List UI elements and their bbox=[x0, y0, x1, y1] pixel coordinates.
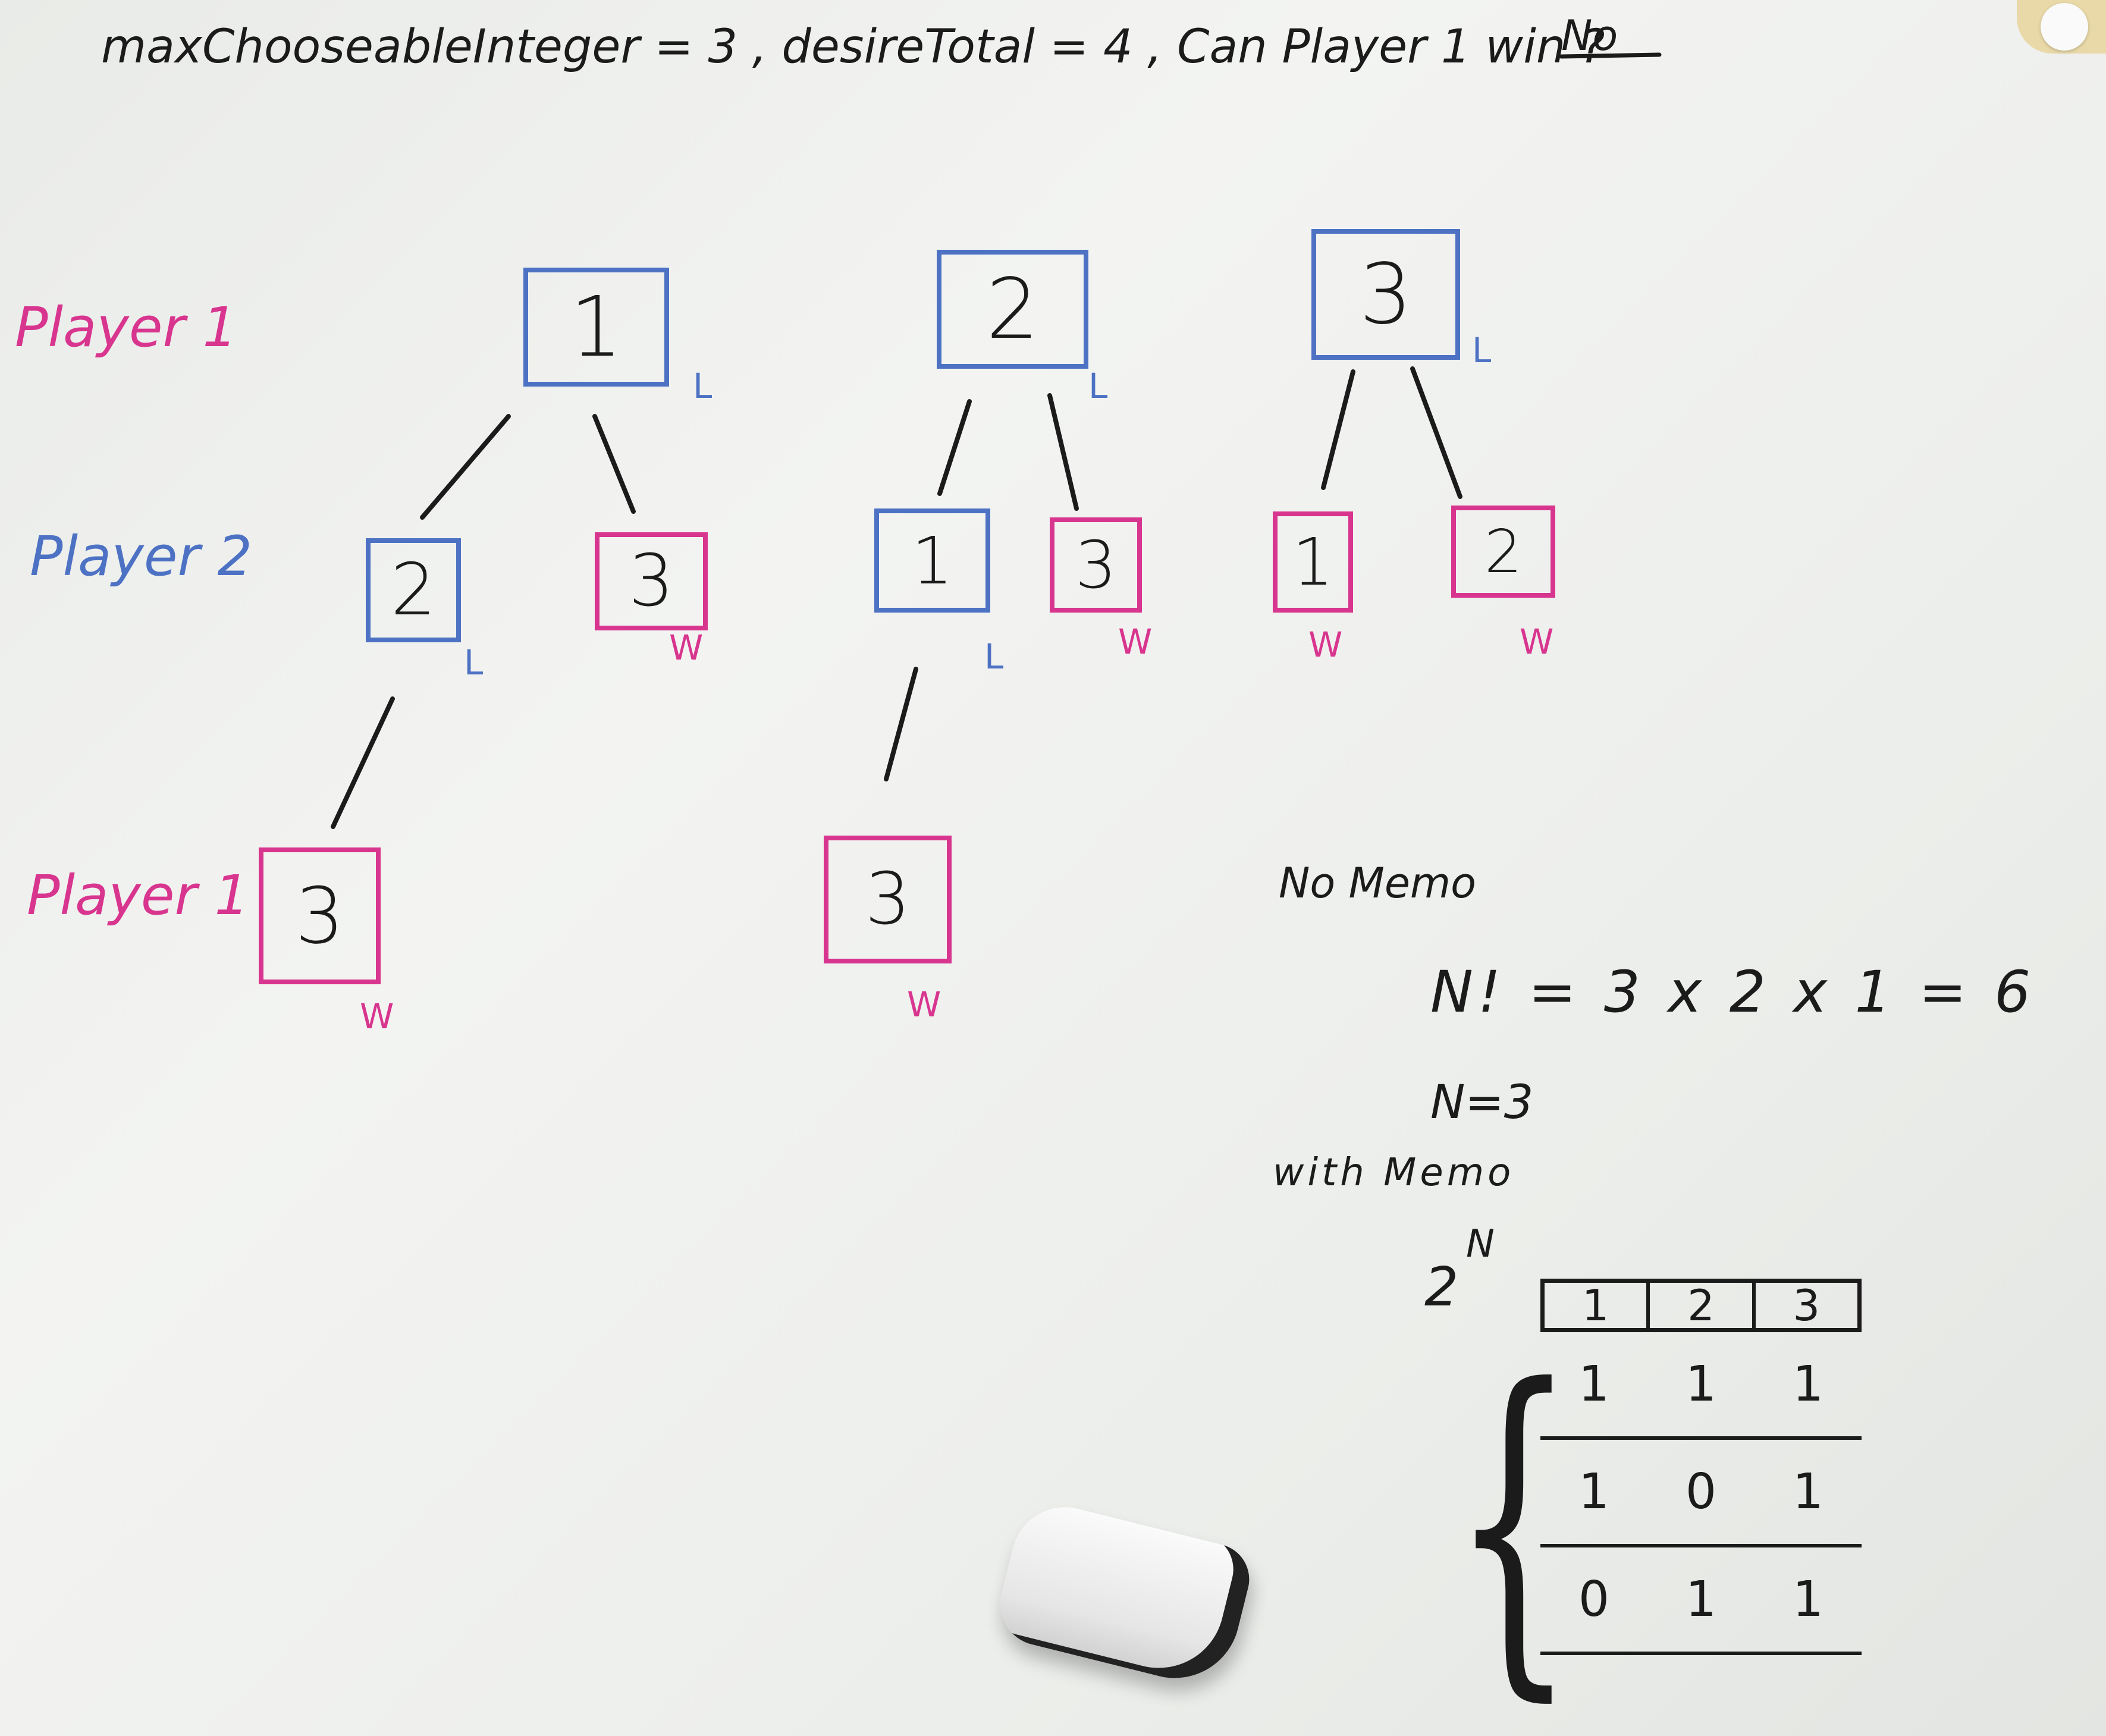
memo-cell: 0 bbox=[1578, 1571, 1610, 1628]
tree-node: 2 bbox=[1451, 506, 1555, 598]
tree-node: 3 bbox=[824, 836, 952, 963]
outcome-mark: L bbox=[1088, 366, 1108, 406]
memo-header-cell: 2 bbox=[1650, 1280, 1756, 1330]
tree-node: 3 bbox=[1311, 229, 1460, 360]
problem-statement: maxChooseableInteger = 3 , desireTotal =… bbox=[101, 20, 1605, 74]
node-value: 1 bbox=[569, 278, 623, 376]
tree-node: 3 bbox=[595, 532, 708, 630]
outcome-mark: W bbox=[1308, 624, 1343, 665]
tree-node: 3 bbox=[259, 847, 381, 984]
tree-node: 2 bbox=[937, 250, 1088, 369]
memo-cell: 1 bbox=[1792, 1464, 1824, 1520]
node-value: 3 bbox=[865, 858, 911, 941]
row-label-player2: Player 2 bbox=[30, 525, 253, 588]
note-power-base: 2 bbox=[1424, 1256, 1459, 1319]
memo-cell: 1 bbox=[1578, 1464, 1610, 1520]
memo-cell: 1 bbox=[1685, 1356, 1717, 1412]
memo-table-row: 1 1 1 bbox=[1540, 1332, 1862, 1440]
memo-header-cell: 1 bbox=[1545, 1280, 1650, 1330]
answer-underline bbox=[1559, 52, 1662, 59]
edge-1m-3 bbox=[884, 667, 918, 781]
node-value: 3 bbox=[295, 871, 344, 961]
node-value: 3 bbox=[628, 540, 674, 623]
outcome-mark: L bbox=[984, 636, 1004, 677]
tree-node: 2 bbox=[366, 538, 461, 642]
edge-2r-1 bbox=[937, 399, 972, 496]
outcome-mark: L bbox=[1472, 330, 1492, 371]
node-value: 3 bbox=[1075, 527, 1117, 603]
tree-node: 1 bbox=[874, 508, 990, 613]
note-with-memo: with Memo bbox=[1273, 1151, 1515, 1195]
magnet-button bbox=[2041, 3, 2088, 51]
outcome-mark: W bbox=[669, 627, 704, 668]
edge-3-1 bbox=[1321, 369, 1355, 490]
memo-cell: 0 bbox=[1685, 1464, 1717, 1520]
outcome-mark: L bbox=[464, 642, 484, 683]
tree-node: 3 bbox=[1050, 517, 1142, 613]
outcome-mark: W bbox=[360, 996, 394, 1037]
note-factorial: N! = 3 x 2 x 1 = 6 bbox=[1430, 959, 2036, 1025]
node-value: 2 bbox=[390, 549, 437, 632]
outcome-mark: L bbox=[693, 366, 713, 406]
memo-cell: 1 bbox=[1792, 1356, 1824, 1412]
memo-table-row: 0 1 1 bbox=[1540, 1547, 1862, 1655]
outcome-mark: W bbox=[1118, 621, 1153, 662]
edge-3-2 bbox=[1410, 366, 1462, 499]
rows-brace: { bbox=[1451, 1314, 1576, 1730]
note-power-exponent: N bbox=[1466, 1222, 1495, 1266]
tree-node: 1 bbox=[523, 268, 669, 387]
node-value: 2 bbox=[1484, 517, 1523, 586]
answer-text: No bbox=[1561, 11, 1618, 60]
outcome-mark: W bbox=[907, 984, 941, 1025]
node-value: 2 bbox=[985, 260, 1040, 358]
edge-1-2 bbox=[420, 414, 511, 520]
edge-1-3 bbox=[592, 414, 636, 514]
memo-cell: 1 bbox=[1578, 1356, 1610, 1412]
note-no-memo: No Memo bbox=[1279, 859, 1476, 908]
row-label-player1-bottom: Player 1 bbox=[27, 864, 250, 927]
tree-node: 1 bbox=[1273, 511, 1353, 613]
node-value: 1 bbox=[1292, 524, 1334, 600]
edge-2-3 bbox=[331, 696, 395, 829]
memo-cell: 1 bbox=[1792, 1571, 1824, 1628]
row-label-player1-top: Player 1 bbox=[15, 296, 238, 359]
memo-cell: 1 bbox=[1685, 1571, 1717, 1628]
outcome-mark: W bbox=[1520, 621, 1554, 662]
memo-table-row: 1 0 1 bbox=[1540, 1440, 1862, 1547]
memo-table-header: 1 2 3 bbox=[1540, 1279, 1862, 1332]
memo-header-cell: 3 bbox=[1793, 1280, 1821, 1330]
node-value: 3 bbox=[1359, 246, 1413, 343]
node-value: 1 bbox=[911, 522, 953, 599]
edge-2r-3 bbox=[1047, 393, 1079, 511]
note-n-value: N=3 bbox=[1430, 1076, 1534, 1129]
memo-table: 1 2 3 1 1 1 1 0 1 0 1 1 bbox=[1540, 1279, 1862, 1655]
